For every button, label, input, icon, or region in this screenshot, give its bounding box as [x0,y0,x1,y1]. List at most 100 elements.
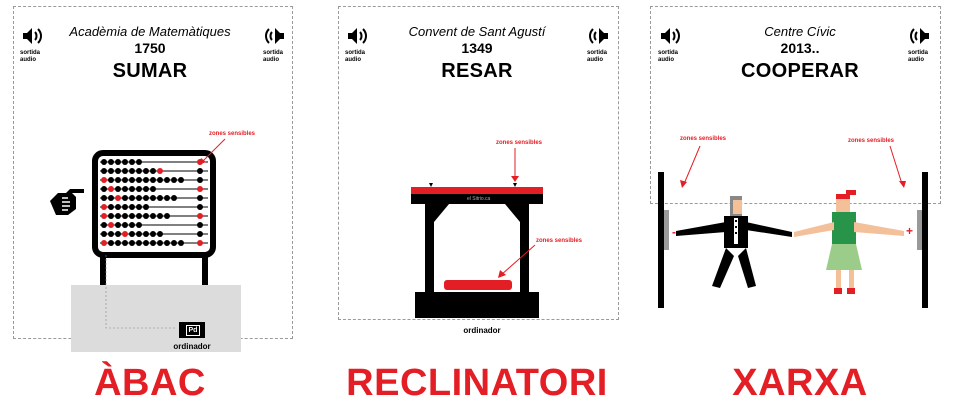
abacus-bead[interactable] [101,168,107,174]
abacus-bead[interactable] [129,222,135,228]
abacus-bead[interactable] [136,213,142,219]
abacus-bead[interactable] [129,240,135,246]
abacus-bead[interactable] [122,222,128,228]
abacus-bead[interactable] [129,159,135,165]
abacus-bead[interactable] [197,222,203,228]
abacus-bead[interactable] [129,177,135,183]
speaker-icon[interactable] [20,24,44,48]
abacus-bead[interactable] [197,177,203,183]
abacus-bead[interactable] [150,240,156,246]
abacus-bead[interactable] [157,195,163,201]
abacus-bead[interactable] [122,204,128,210]
abacus-bead[interactable] [129,186,135,192]
abacus-bead[interactable] [171,177,177,183]
abacus-bead[interactable] [101,231,107,237]
abacus-bead[interactable] [101,177,107,183]
abacus-bead[interactable] [157,240,163,246]
abacus-bead[interactable] [108,195,114,201]
abacus-bead[interactable] [136,186,142,192]
abacus-bead[interactable] [197,231,203,237]
abacus-bead[interactable] [115,204,121,210]
abacus-bead[interactable] [178,240,184,246]
abacus-bead[interactable] [150,213,156,219]
abacus-bead[interactable] [143,177,149,183]
abacus-bead[interactable] [157,213,163,219]
abacus-bead[interactable] [122,159,128,165]
abacus-bead[interactable] [108,240,114,246]
abacus-bead[interactable] [101,195,107,201]
abacus-bead[interactable] [108,186,114,192]
abacus-bead[interactable] [197,186,203,192]
abacus-bead[interactable] [108,222,114,228]
abacus-bead[interactable] [108,159,114,165]
abacus-bead[interactable] [164,177,170,183]
abacus-bead[interactable] [101,222,107,228]
abacus-bead[interactable] [143,213,149,219]
abacus-bead[interactable] [122,195,128,201]
abacus-bead[interactable] [101,204,107,210]
abacus-bead[interactable] [150,231,156,237]
abacus-bead[interactable] [129,168,135,174]
abacus-bead[interactable] [115,231,121,237]
abacus-bead[interactable] [136,231,142,237]
abacus-bead[interactable] [197,204,203,210]
speaker-icon[interactable] [345,24,369,48]
abacus-bead[interactable] [171,240,177,246]
abacus-bead[interactable] [129,213,135,219]
abacus-bead[interactable] [122,231,128,237]
abacus-bead[interactable] [101,240,107,246]
abacus-bead[interactable] [197,168,203,174]
abacus-bead[interactable] [136,195,142,201]
abacus-bead[interactable] [136,222,142,228]
abacus-bead[interactable] [197,195,203,201]
abacus-bead[interactable] [108,177,114,183]
abacus-bead[interactable] [122,240,128,246]
abacus-bead[interactable] [122,177,128,183]
abacus-bead[interactable] [115,195,121,201]
abacus-bead[interactable] [108,231,114,237]
abacus-bead[interactable] [101,213,107,219]
abacus-bead[interactable] [157,231,163,237]
abacus-bead[interactable] [150,168,156,174]
abacus-bead[interactable] [143,186,149,192]
abacus-bead[interactable] [197,240,203,246]
abacus-bead[interactable] [171,195,177,201]
abacus-bead[interactable] [101,186,107,192]
abacus-bead[interactable] [164,195,170,201]
abacus-bead[interactable] [108,168,114,174]
abacus-bead[interactable] [150,177,156,183]
abacus-bead[interactable] [115,222,121,228]
abacus-bead[interactable] [122,213,128,219]
abacus-bead[interactable] [108,204,114,210]
abacus-bead[interactable] [197,213,203,219]
abacus-bead[interactable] [136,204,142,210]
abacus-bead[interactable] [136,159,142,165]
abacus-bead[interactable] [129,204,135,210]
abacus-bead[interactable] [115,168,121,174]
speaker-icon[interactable] [658,24,682,48]
abacus-bead[interactable] [136,240,142,246]
abacus-bead[interactable] [136,177,142,183]
abacus-bead[interactable] [115,240,121,246]
abacus-bead[interactable] [115,159,121,165]
abacus-bead[interactable] [122,168,128,174]
abacus-bead[interactable] [129,231,135,237]
abacus-bead[interactable] [143,231,149,237]
abacus-bead[interactable] [164,213,170,219]
abacus-bead[interactable] [115,186,121,192]
abacus-bead[interactable] [122,186,128,192]
abacus-bead[interactable] [150,195,156,201]
speaker-icon[interactable] [587,24,611,48]
abacus-bead[interactable] [143,168,149,174]
abacus-bead[interactable] [143,195,149,201]
abacus-bead[interactable] [143,204,149,210]
abacus-bead[interactable] [157,177,163,183]
abacus-bead[interactable] [136,168,142,174]
speaker-icon[interactable] [263,24,287,48]
abacus-bead[interactable] [143,240,149,246]
abacus-bead[interactable] [129,195,135,201]
speaker-icon[interactable] [908,24,932,48]
abacus-bead[interactable] [178,177,184,183]
abacus-bead[interactable] [115,213,121,219]
abacus-bead[interactable] [101,159,107,165]
